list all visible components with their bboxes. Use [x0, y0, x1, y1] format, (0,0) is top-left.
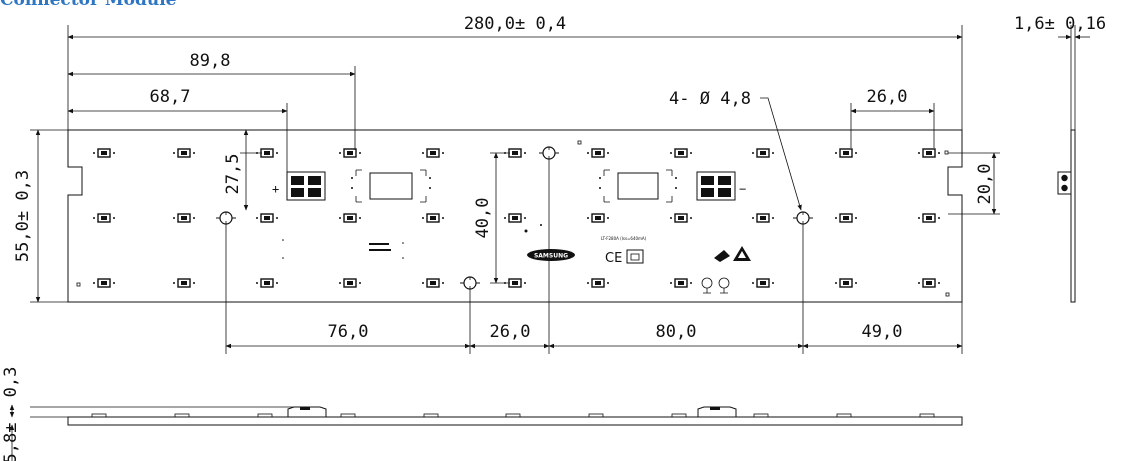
ic-chip-left: [351, 169, 431, 203]
led-icon: [669, 213, 693, 223]
ce-mark-icon: CE: [605, 251, 622, 266]
led-icon: [834, 278, 858, 288]
mounting-hole-icon: [459, 276, 481, 290]
side-view-profile: [30, 406, 963, 426]
certification-mark-icon: [714, 250, 730, 262]
dimension-27-5: 27,5: [223, 129, 262, 211]
led-icon: [503, 213, 527, 223]
led-icon: [172, 213, 196, 223]
led-icon: [669, 278, 693, 288]
svg-text:80,0: 80,0: [656, 322, 697, 342]
svg-text:1,6± 0,16: 1,6± 0,16: [1014, 14, 1106, 34]
connector-icon: [1057, 171, 1072, 195]
led-icon: [338, 213, 362, 223]
led-icon: [421, 278, 445, 288]
led-icon: [338, 278, 362, 288]
warning-icon: [733, 246, 751, 261]
dimension-89-8: 89,8: [67, 51, 356, 150]
hole-callout: 4- Ø 4,8: [669, 89, 802, 211]
svg-text:0,3: 0,3: [1, 367, 21, 398]
svg-text:4- Ø 4,8: 4- Ø 4,8: [669, 89, 751, 109]
led-icon: [669, 148, 693, 158]
svg-text:20,0: 20,0: [975, 164, 995, 205]
led-icon: [917, 148, 941, 158]
led-icon: [338, 148, 362, 158]
board-marking-text: [282, 224, 542, 259]
dimension-68-7: 68,7: [67, 87, 288, 172]
led-icon: [834, 213, 858, 223]
mounting-hole-icon: [538, 146, 560, 160]
svg-text:26,0: 26,0: [490, 322, 531, 342]
svg-text:68,7: 68,7: [150, 87, 191, 107]
dimension-side-height: 0,3 5,8±: [1, 367, 21, 461]
led-icon: [421, 148, 445, 158]
plus-label: +: [272, 182, 279, 196]
led-icon: [255, 213, 279, 223]
svg-text:76,0: 76,0: [328, 322, 369, 342]
dimension-26-0-top: 26,0: [850, 87, 935, 148]
mounting-hole-icon: [215, 211, 237, 225]
dimension-height: 55,0± 0,3: [13, 129, 68, 303]
brand-logo: SAMSUNG: [527, 249, 575, 261]
svg-text:89,8: 89,8: [190, 51, 231, 71]
led-icon: [834, 148, 858, 158]
svg-text:SAMSUNG: SAMSUNG: [534, 253, 568, 260]
ground-symbol-icon: [701, 277, 730, 294]
dimension-20-0: 20,0: [948, 152, 1000, 215]
led-icon: [751, 278, 775, 288]
ic-chip-right: [599, 169, 677, 203]
svg-text:55,0± 0,3: 55,0± 0,3: [13, 170, 33, 262]
mounting-hole-icon: [792, 211, 814, 225]
diagram-heading: Connector Module: [0, 0, 177, 10]
svg-text:49,0: 49,0: [862, 322, 903, 342]
dimension-bottom-chain: 76,0 26,0 80,0 49,0: [225, 159, 963, 354]
led-icon: [92, 213, 116, 223]
led-icon: [172, 148, 196, 158]
led-icon: [586, 213, 610, 223]
led-icon: [917, 278, 941, 288]
led-icon: [751, 213, 775, 223]
svg-text:26,0: 26,0: [867, 87, 908, 107]
side-view-thickness: 1,6± 0,16: [1014, 14, 1106, 303]
svg-text:280,0± 0,4: 280,0± 0,4: [464, 14, 566, 34]
led-icon: [586, 278, 610, 288]
led-icon: [586, 148, 610, 158]
dimension-total-length: 280,0± 0,4: [67, 14, 963, 130]
minus-label: −: [739, 182, 746, 196]
led-icon: [421, 213, 445, 223]
led-icon: [172, 278, 196, 288]
led-icon: [255, 278, 279, 288]
led-row-bottom: [92, 278, 941, 288]
led-icon: [92, 148, 116, 158]
led-icon: [92, 278, 116, 288]
led-icon: [917, 213, 941, 223]
dimension-40-0: 40,0: [473, 152, 510, 284]
connector-icon: [696, 171, 736, 201]
led-row-top: [92, 148, 941, 158]
svg-text:40,0: 40,0: [473, 198, 493, 239]
certification-icon: [626, 249, 644, 264]
model-label: LT-F280A (Iss=640mA): [601, 236, 647, 241]
led-icon: [751, 148, 775, 158]
svg-text:5,8±: 5,8±: [1, 423, 21, 461]
connector-icon: [286, 171, 326, 201]
svg-text:27,5: 27,5: [223, 154, 243, 195]
